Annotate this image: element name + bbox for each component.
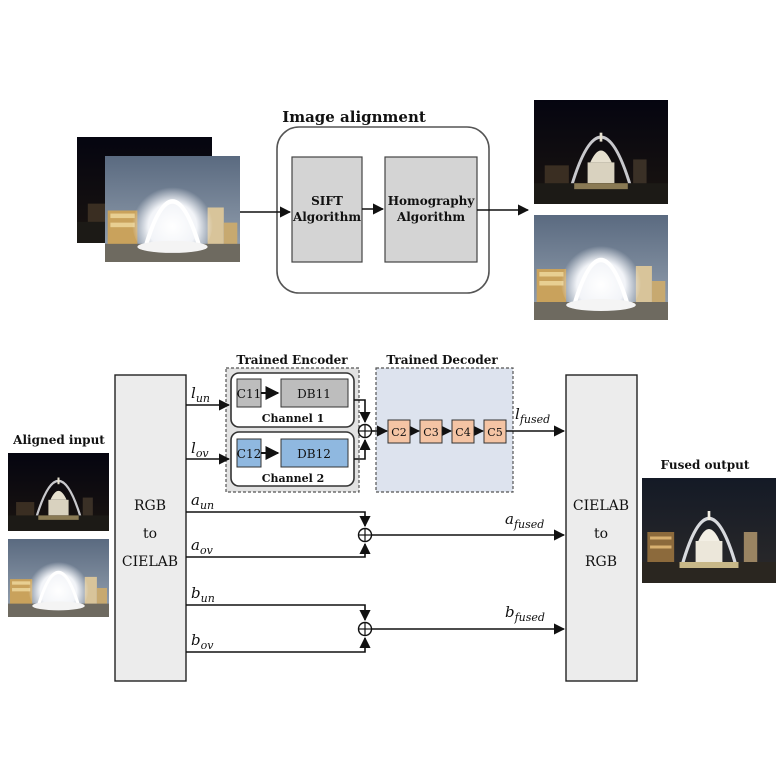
aligned-input-overexposed bbox=[8, 539, 109, 617]
aligned-image-overexposed bbox=[534, 215, 668, 320]
label-a-fused: afused bbox=[505, 510, 544, 531]
label-b-un: bun bbox=[191, 584, 215, 605]
label-b-fused: bfused bbox=[505, 603, 545, 624]
decoder-layer-c4-label: C4 bbox=[455, 426, 470, 439]
combine-a-node bbox=[357, 527, 373, 543]
homography-label-line1: Homography bbox=[388, 194, 476, 208]
decoder-layer-c5-label: C5 bbox=[487, 426, 502, 439]
rgb-block-line3: CIELAB bbox=[122, 554, 178, 570]
db12-block bbox=[280, 438, 349, 468]
label-l-fused: lfused bbox=[515, 405, 550, 426]
input-image-overexposed bbox=[105, 156, 240, 262]
wire-b-un bbox=[186, 604, 371, 622]
decoder-layer-c2-label: C2 bbox=[391, 426, 406, 439]
channel-1-label: Channel 1 bbox=[262, 412, 325, 425]
c11-label: C11 bbox=[237, 387, 261, 401]
db11-block bbox=[280, 378, 349, 408]
channel-2-label: Channel 2 bbox=[262, 472, 325, 485]
cielab-to-rgb-block bbox=[565, 374, 638, 682]
c12-label: C12 bbox=[237, 447, 261, 461]
cielab-block-line3: RGB bbox=[585, 554, 617, 570]
wire-b-ov bbox=[186, 636, 371, 653]
rgb-block-line2: to bbox=[143, 526, 157, 542]
encoder-title: Trained Encoder bbox=[236, 353, 348, 367]
fused-output-image bbox=[642, 478, 776, 583]
sift-box bbox=[291, 156, 363, 263]
wire-a-un bbox=[186, 511, 371, 528]
combine-b-node bbox=[357, 621, 373, 637]
fused-output-label: Fused output bbox=[661, 458, 750, 472]
db12-label: DB12 bbox=[297, 447, 331, 461]
sift-label-line2: Algorithm bbox=[292, 210, 361, 224]
decoder-title: Trained Decoder bbox=[386, 353, 498, 367]
wire-a-ov bbox=[186, 542, 371, 558]
decoder-layer-c3-label: C3 bbox=[423, 426, 438, 439]
cielab-block-line2: to bbox=[594, 526, 608, 542]
label-l-un: lun bbox=[191, 384, 210, 405]
db11-label: DB11 bbox=[297, 387, 331, 401]
aligned-image-underexposed bbox=[534, 100, 668, 204]
concat-l-node bbox=[357, 423, 373, 439]
label-l-ov: lov bbox=[191, 439, 209, 460]
c11-block bbox=[236, 378, 262, 408]
rgb-block-line1: RGB bbox=[134, 498, 166, 514]
wire-ch1-to-concat bbox=[354, 399, 371, 424]
homography-box bbox=[384, 156, 478, 263]
sift-label-line1: SIFT bbox=[311, 194, 343, 208]
label-a-un: aun bbox=[191, 491, 214, 512]
aligned-input-label: Aligned input bbox=[12, 433, 105, 447]
homography-label-line2: Algorithm bbox=[396, 210, 465, 224]
wire-ch2-to-concat bbox=[354, 438, 371, 460]
label-b-ov: bov bbox=[191, 631, 214, 652]
aligned-input-underexposed bbox=[8, 453, 109, 531]
rgb-to-cielab-block bbox=[114, 374, 187, 682]
alignment-title: Image alignment bbox=[282, 108, 426, 126]
cielab-block-line1: CIELAB bbox=[573, 498, 629, 514]
label-a-ov: aov bbox=[191, 536, 214, 557]
